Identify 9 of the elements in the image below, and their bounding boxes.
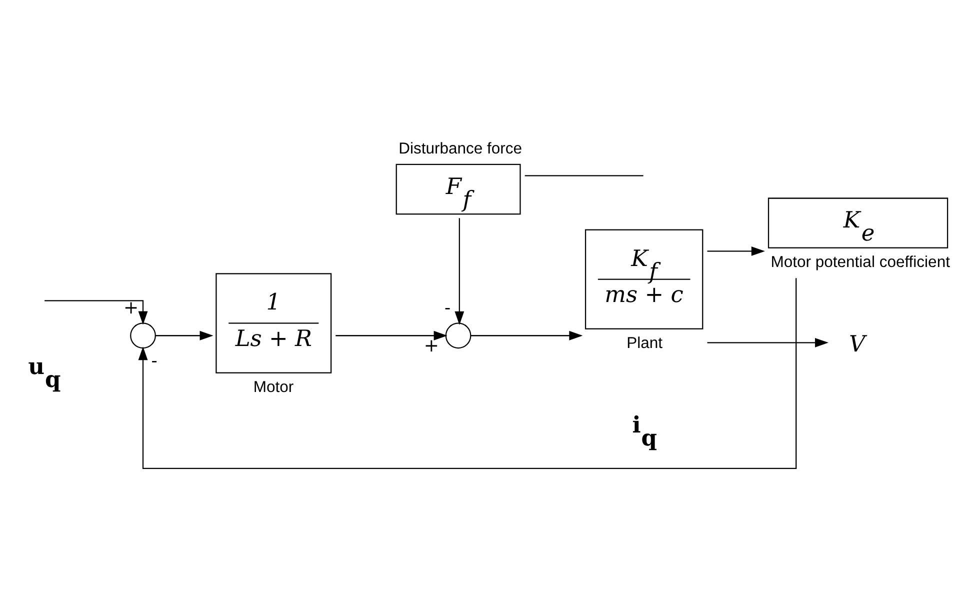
node-label: Plant — [626, 335, 662, 352]
edge-label: + — [423, 335, 439, 356]
node-label: Motor potential coefficient — [770, 254, 950, 272]
edge-label: - — [444, 298, 450, 319]
edge-label: - — [150, 350, 157, 372]
node-label: Motor — [252, 379, 294, 396]
node-label: Disturbance force — [398, 140, 522, 158]
node-text: V — [848, 331, 865, 358]
edge-label: + — [123, 298, 138, 318]
